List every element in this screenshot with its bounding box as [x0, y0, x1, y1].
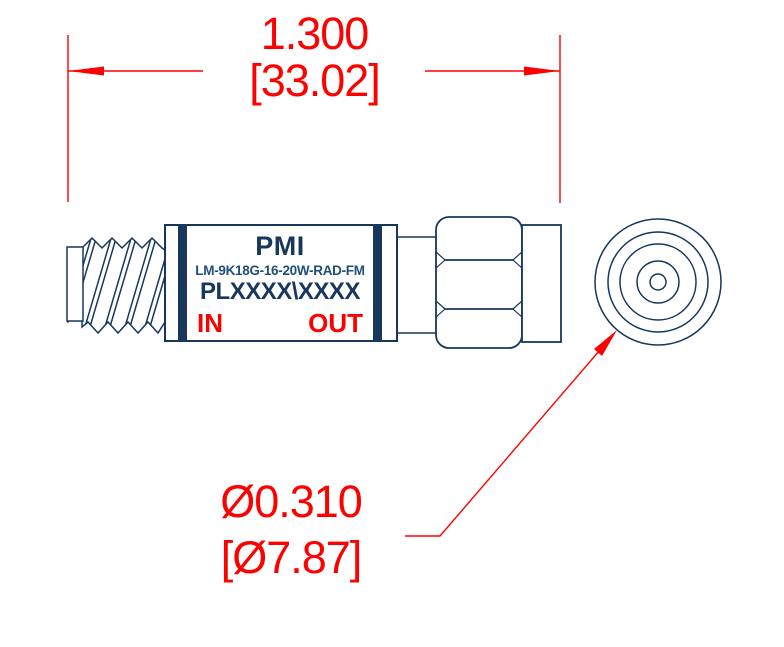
thread-end-cap [66, 246, 84, 322]
body-outline [164, 224, 398, 342]
length-dimension-mm: [33.02] [249, 55, 381, 106]
connector-end-view [594, 218, 722, 346]
body-band-left [178, 226, 187, 340]
device-label: PMI LM-9K18G-16-20W-RAD-FM PLXXXX\XXXX I… [187, 225, 373, 341]
thread-hatch-lines [82, 238, 165, 333]
diameter-dimension-mm: [Ø7.87] [220, 532, 363, 583]
connector-side-view [66, 216, 562, 349]
end-view-circle-4 [636, 260, 680, 304]
arrow-left-icon [68, 66, 104, 76]
length-dimension [67, 35, 561, 323]
end-view-circle-2 [607, 231, 709, 333]
thread-section [66, 236, 166, 335]
port-out-label: OUT [308, 308, 363, 338]
length-dimension-inches: 1.300 [260, 8, 370, 59]
arrow-right-icon [524, 66, 560, 76]
hex-nut [435, 216, 523, 349]
model-number: LM-9K18G-16-20W-RAD-FM [195, 263, 365, 278]
end-view-center-pin [649, 273, 667, 291]
diameter-leader-line [405, 335, 613, 537]
length-dimension-text: 1.300 [33.02] [203, 10, 426, 104]
leader-arrow-icon [594, 330, 617, 356]
end-view-circle-3 [619, 243, 697, 321]
end-view-outer-circle [594, 218, 722, 346]
neck-section [397, 236, 436, 334]
diameter-dimension-text: Ø0.310 [Ø7.87] [201, 474, 381, 586]
body-band-right [373, 226, 382, 340]
diameter-dimension-inches: Ø0.310 [220, 476, 363, 527]
hex-nut-outline [435, 216, 523, 349]
diameter-leader [405, 330, 617, 537]
brand-name: PMI [255, 231, 305, 261]
port-in-label: IN [197, 308, 223, 338]
ports-row: IN OUT [187, 308, 373, 338]
part-code: PLXXXX\XXXX [200, 278, 360, 305]
output-barrel [521, 224, 562, 343]
